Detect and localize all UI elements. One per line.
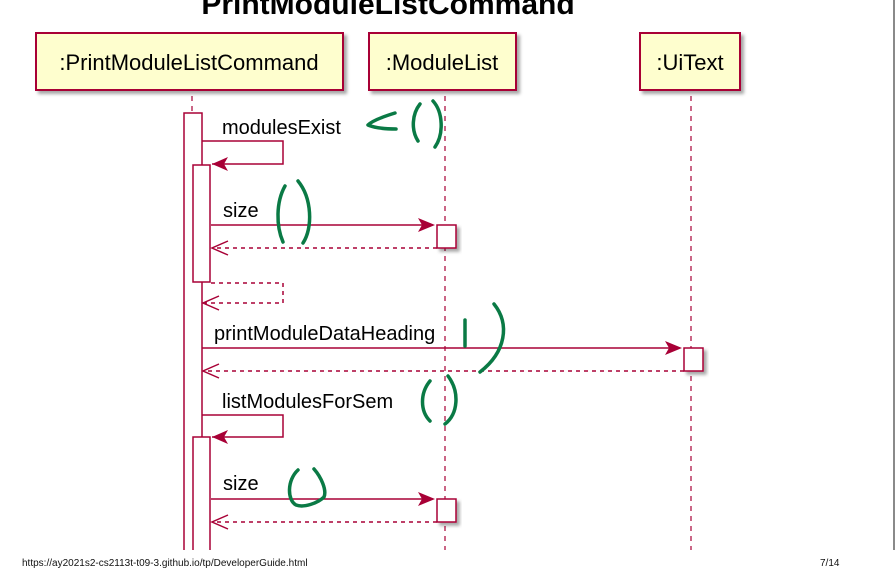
message-label: printModuleDataHeading [214,323,435,345]
diagram-title: PrintModuleListCommand [201,0,574,21]
annotation-sem-close [443,374,458,426]
return-size-1 [210,240,437,256]
return-modules-exist [201,282,284,311]
participant-module-list: :ModuleList [368,32,517,91]
annotation-paren-open [411,102,422,143]
annotation-size2-paren [287,467,327,508]
annotation-arrow-mark [366,111,398,131]
activation-bar-list-modules-for-sem [192,436,211,583]
participant-label: :UiText [656,50,723,75]
message-label: size [223,473,259,495]
return-size-2 [210,514,437,530]
return-print-module-data-heading [201,363,684,379]
annotation-heading-close [478,302,506,374]
activation-bar-ui-text [683,347,704,372]
annotation-size1-close [296,179,312,245]
message-list-modules-for-sem: listModulesForSem [202,391,393,444]
annotation-size1-open [276,184,287,244]
activation-bar-module-list-size-2 [436,498,457,523]
message-print-module-data-heading: printModuleDataHeading [202,323,682,355]
activation-bar-module-list-size-1 [436,224,457,249]
message-label: size [223,200,259,222]
page-right-border [893,0,895,583]
annotation-sem-open [420,379,432,423]
participant-ui-text: :UiText [639,32,741,91]
participant-print-module-list-command: :PrintModuleListCommand [35,32,344,91]
message-label: modulesExist [222,117,341,139]
annotation-paren-close [431,99,443,149]
handwritten-annotations [276,99,506,508]
footer-strip [0,550,895,583]
message-modules-exist: modulesExist [202,117,341,171]
message-label: listModulesForSem [222,391,393,413]
activation-bar-modules-exist [192,164,211,283]
participant-label: :ModuleList [386,50,499,75]
message-size-1: size [211,200,435,232]
participant-label: :PrintModuleListCommand [59,50,318,75]
footer-url: https://ay2021s2-cs2113t-t09-3.github.io… [22,558,308,569]
page-number: 7/14 [820,558,840,569]
